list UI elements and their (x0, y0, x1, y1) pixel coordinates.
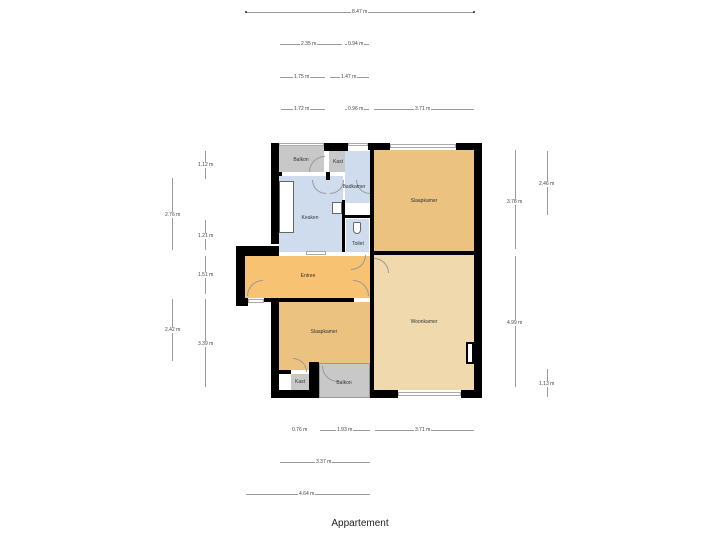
room-label-balkon-bottom: Balkon (336, 380, 352, 386)
dim-label: 8.47 m (351, 9, 369, 15)
wall (342, 215, 370, 218)
wall (374, 251, 474, 255)
room-label-badkamer: Badkamer (342, 184, 366, 190)
dim-label: 3.78 m (506, 199, 524, 205)
wall (342, 200, 345, 252)
window (279, 143, 324, 146)
dim-label: 1.47 m (340, 74, 358, 80)
window (348, 143, 368, 146)
room-label-balkon-top: Balkon (293, 157, 309, 163)
window (248, 299, 264, 303)
room-slaapkamer-top[interactable] (374, 150, 474, 251)
room-label-entree: Entree (300, 273, 316, 279)
kitchen-counter (279, 181, 294, 233)
dim-label: 2.76 m (164, 212, 182, 218)
sink-icon (332, 202, 342, 214)
dim-label: 3.71 m (414, 427, 432, 433)
wall (271, 390, 319, 398)
dim-label: 0.94 m (347, 41, 365, 47)
dim-label: 0.76 m (291, 427, 309, 433)
wall (461, 390, 482, 398)
room-label-toilet: Toilet (352, 241, 364, 247)
room-label-slaapkamer-top: Slaapkamer (410, 198, 438, 204)
dim-label: 1.72 m (293, 106, 311, 112)
wall (370, 143, 374, 398)
wall (456, 143, 482, 150)
room-label-kast-bottom: Kast (294, 379, 306, 385)
toilet-icon (353, 222, 361, 234)
wall (324, 143, 348, 151)
room-label-kast-top: Kast (332, 159, 344, 165)
radiator-niche (468, 344, 472, 362)
dim-label: 2.35 m (300, 41, 318, 47)
wall (368, 143, 390, 150)
dim-label: 1.75 m (293, 74, 311, 80)
dim-label: 4.99 m (506, 320, 524, 326)
dim-label: 1.12 m (197, 162, 215, 168)
window (390, 144, 456, 148)
dim-tick (245, 11, 247, 13)
wall (271, 143, 279, 244)
dim-label: 3.37 m (315, 459, 333, 465)
room-woonkamer[interactable] (374, 255, 474, 390)
room-kast-top[interactable] (329, 151, 345, 172)
dim-label: 1.21 m (197, 233, 215, 239)
room-entree[interactable] (245, 256, 370, 298)
dim-label: 1.13 m (538, 381, 556, 387)
window (306, 251, 326, 255)
room-kast-bottom[interactable] (291, 374, 309, 390)
room-label-woonkamer: Woonkamer (410, 319, 438, 325)
dim-label: 0.96 m (347, 106, 365, 112)
room-badkamer[interactable] (345, 151, 370, 203)
wall (236, 246, 245, 306)
dim-tick (473, 11, 475, 13)
dim-label: 2.46 m (538, 181, 556, 187)
dim-label: 4.64 m (298, 491, 316, 497)
wall (264, 298, 354, 302)
wall (474, 143, 482, 398)
wall (370, 390, 398, 398)
plan-title: Appartement (331, 518, 389, 529)
dim-label: 3.39 m (197, 341, 215, 347)
wall (309, 362, 319, 390)
wall (279, 172, 282, 176)
wall (236, 246, 279, 256)
wall (279, 370, 291, 374)
room-label-keuken: Keuken (301, 215, 319, 221)
room-label-slaapkamer-bottom: Slaapkamer (310, 329, 338, 335)
wall (271, 298, 279, 398)
dim-label: 3.71 m (414, 106, 432, 112)
storage-niche (279, 374, 288, 390)
dim-label: 2.42 m (164, 327, 182, 333)
wall (326, 172, 330, 180)
room-toilet[interactable] (346, 219, 369, 252)
window (398, 392, 461, 396)
wall (236, 298, 248, 306)
dim-label: 1.93 m (336, 427, 354, 433)
dim-label: 1.51 m (197, 272, 215, 278)
